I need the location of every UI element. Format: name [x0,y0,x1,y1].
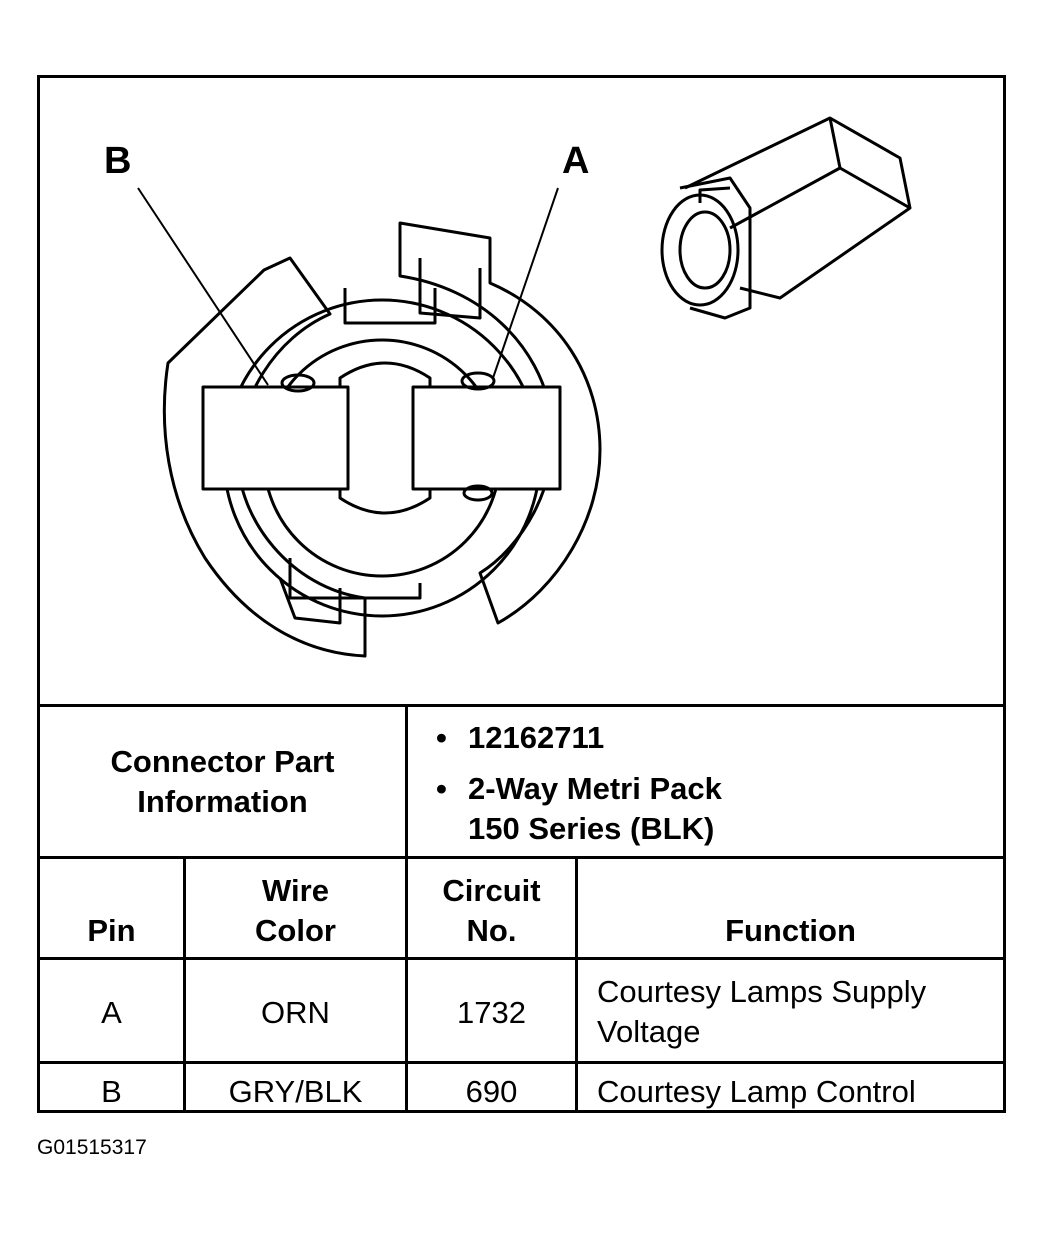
figure-id: G01515317 [37,1136,147,1159]
pin-table: Pin Wire Color Circuit No. Function A OR… [40,856,1003,1113]
header-pin: Pin [87,913,136,948]
header-wire-line1: Wire [262,873,329,908]
row-b-wire: GRY/BLK [228,1074,363,1109]
label-a: A [562,140,589,182]
bullet-icon: • [436,720,447,755]
connector-diagram: B A [104,116,912,658]
info-label-line1: Connector Part [110,743,335,779]
pin-a-latch-lower [462,484,494,502]
pin-b-latch [280,373,316,393]
row-b-pin: B [101,1074,122,1109]
bottom-key-tab [288,558,422,600]
part-number: 12162711 [468,720,605,755]
row-b-circuit: 690 [465,1074,518,1109]
label-a-leader [492,187,559,379]
connector-perspective-view [660,116,912,320]
column-divider [575,859,578,1113]
info-label-line2: Information [137,783,308,819]
row-a-circuit: 1732 [457,995,526,1030]
header-wire-color: Wire Color [186,871,405,951]
header-circuit-line1: Circuit [442,873,541,908]
row-b-function: Courtesy Lamp Control [597,1074,916,1109]
bullet-icon: • [436,771,447,806]
row-a-function-line1: Courtesy Lamps Supply [597,974,927,1009]
header-function: Function [725,913,856,948]
connector-type-line1: 2-Way Metri Pack [468,771,722,806]
header-circuit-line2: No. [466,913,517,948]
diagram-frame [37,75,1006,1113]
row-divider [40,1061,1003,1064]
top-key-tab-2 [418,258,482,320]
pin-b-cavity [201,385,350,491]
connector-type-line2: 150 Series (BLK) [468,811,715,846]
row-a-function: Courtesy Lamps Supply Voltage [597,972,926,1052]
row-a-wire: ORN [261,995,330,1030]
label-b: B [104,140,131,182]
center-post [338,361,432,515]
header-circuit-no: Circuit No. [408,871,575,951]
connector-info-row: Connector Part Information • 12162711 • … [40,704,1003,856]
column-divider [405,859,408,1113]
bottom-key-tab-2 [278,577,342,625]
top-key-tab [343,288,437,325]
pin-a-cavity [411,385,562,491]
pin-a-latch [460,371,496,391]
connector-info-label: Connector Part Information [40,707,408,856]
row-a-function-line2: Voltage [597,1014,701,1049]
connector-info-values: • 12162711 • 2-Way Metri Pack 150 Series… [408,707,1003,856]
row-a-pin: A [101,995,122,1030]
column-divider [183,859,186,1113]
connector-outer-shell-right [398,221,602,625]
header-wire-line2: Color [255,913,336,948]
row-divider [40,957,1003,960]
label-b-leader [137,187,269,386]
